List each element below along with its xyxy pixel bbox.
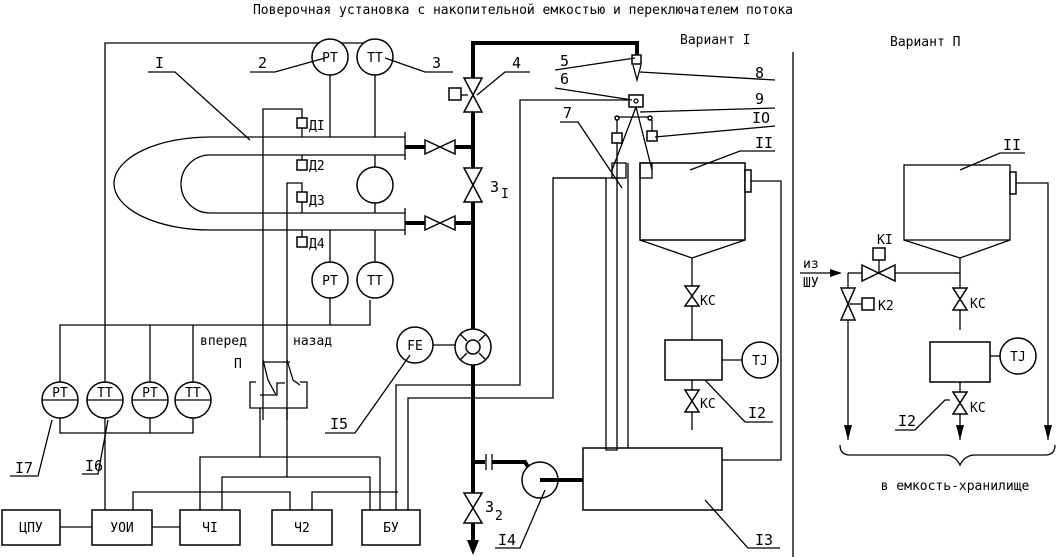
valve-3-1-label: 3 <box>490 178 499 196</box>
switch-back-label: назад <box>293 334 332 349</box>
callout-6: 6 <box>560 70 569 88</box>
valve-ks-label: КС <box>700 397 716 412</box>
gauge-pt-label: PT <box>142 386 158 401</box>
callout-3: 3 <box>432 54 441 72</box>
variant-2-assembly <box>800 152 1056 467</box>
inlet-source-label: ШУ <box>803 276 819 291</box>
block-cpu <box>1 509 61 546</box>
valve-k1-label: КI <box>877 233 893 248</box>
callout-11: II <box>755 134 773 152</box>
valve-4 <box>462 77 484 113</box>
callout-5: 5 <box>560 52 569 70</box>
pressure-transducer-2 <box>311 38 349 76</box>
tt-label: TT <box>367 274 383 289</box>
flow-element-fe <box>396 326 434 364</box>
block-bu-label: БУ <box>383 521 399 536</box>
block-bu <box>361 509 421 546</box>
switch-forward-label: вперед <box>200 334 247 349</box>
callout-13: I3 <box>755 531 773 549</box>
main-pipeline <box>448 41 639 555</box>
pump-circle <box>356 166 394 204</box>
callout-17: I7 <box>15 459 33 477</box>
gauge-tt-label: TT <box>97 386 113 401</box>
valve-3-2-sub: 2 <box>495 509 503 524</box>
detector-d1-label: ДI <box>309 119 325 134</box>
control-blocks: ЦПУ УОИ ЧI Ч2 БУ <box>1 509 421 546</box>
tj-label: TJ <box>1010 350 1026 365</box>
callout-9: 9 <box>755 90 764 108</box>
callout-12: I2 <box>748 404 766 422</box>
gauge-pt-label: PT <box>52 386 68 401</box>
variant-1-label: Вариант I <box>680 33 750 48</box>
detector-d2-label: Д2 <box>309 159 325 174</box>
block-cpu-label: ЦПУ <box>19 521 43 536</box>
valve-3-1 <box>462 167 484 203</box>
callout-12-v2: I2 <box>898 412 916 430</box>
flow-switch <box>249 359 308 409</box>
pressure-transducer-bottom <box>311 261 349 299</box>
detectors: ДI Д2 Д3 Д4 <box>296 117 325 252</box>
pt-label: PT <box>322 274 338 289</box>
block-ch2-label: Ч2 <box>294 521 310 536</box>
fe-label: FE <box>407 339 423 354</box>
variant-1-assembly <box>521 54 782 511</box>
callout-2: 2 <box>258 54 267 72</box>
valve-k2-label: К2 <box>878 299 894 314</box>
tt-label: TT <box>367 51 383 66</box>
gauges-row <box>41 381 212 419</box>
valve-ks-label: КС <box>970 401 986 416</box>
detector-d4-label: Д4 <box>309 237 325 252</box>
valve-3-2 <box>462 492 484 524</box>
valve-ks-label: КС <box>700 294 716 309</box>
callout-leaders <box>10 57 780 549</box>
tj-label: TJ <box>752 354 768 369</box>
callout-4: 4 <box>512 54 521 72</box>
gauge-tt-label: TT <box>185 386 201 401</box>
callout-10: IO <box>752 109 770 127</box>
variant-2-label: Вариант П <box>890 35 960 50</box>
callout-11-v2: II <box>1003 136 1021 154</box>
block-ch1 <box>179 509 241 546</box>
temperature-transducer-bottom <box>356 261 394 299</box>
valve-ks-label: КС <box>970 297 986 312</box>
callout-1: I <box>155 54 164 72</box>
callout-7: 7 <box>563 104 572 122</box>
callout-16: I6 <box>85 457 103 475</box>
storage-label: в емкость-хранилище <box>881 479 1030 494</box>
valve-3-1-sub: I <box>501 187 509 202</box>
callout-14: I4 <box>498 531 516 549</box>
inlet-from-label: из <box>803 257 819 272</box>
u-tube-prover <box>113 75 473 262</box>
block-uoi-label: УОИ <box>110 521 133 536</box>
valve-4-actuator <box>448 87 462 101</box>
diagram-title: Поверочная установка с накопительной емк… <box>253 3 793 18</box>
block-ch2 <box>271 509 333 546</box>
callout-8: 8 <box>755 64 764 82</box>
block-uoi <box>91 509 153 546</box>
valve-3-2-label: 3 <box>485 498 494 516</box>
block-ch1-label: ЧI <box>202 521 218 536</box>
callout-15: I5 <box>330 415 348 433</box>
temperature-transducer-3 <box>356 38 394 76</box>
detector-d3-label: Д3 <box>309 194 325 209</box>
pt-label: PT <box>322 51 338 66</box>
switch-name-label: П <box>234 357 242 372</box>
